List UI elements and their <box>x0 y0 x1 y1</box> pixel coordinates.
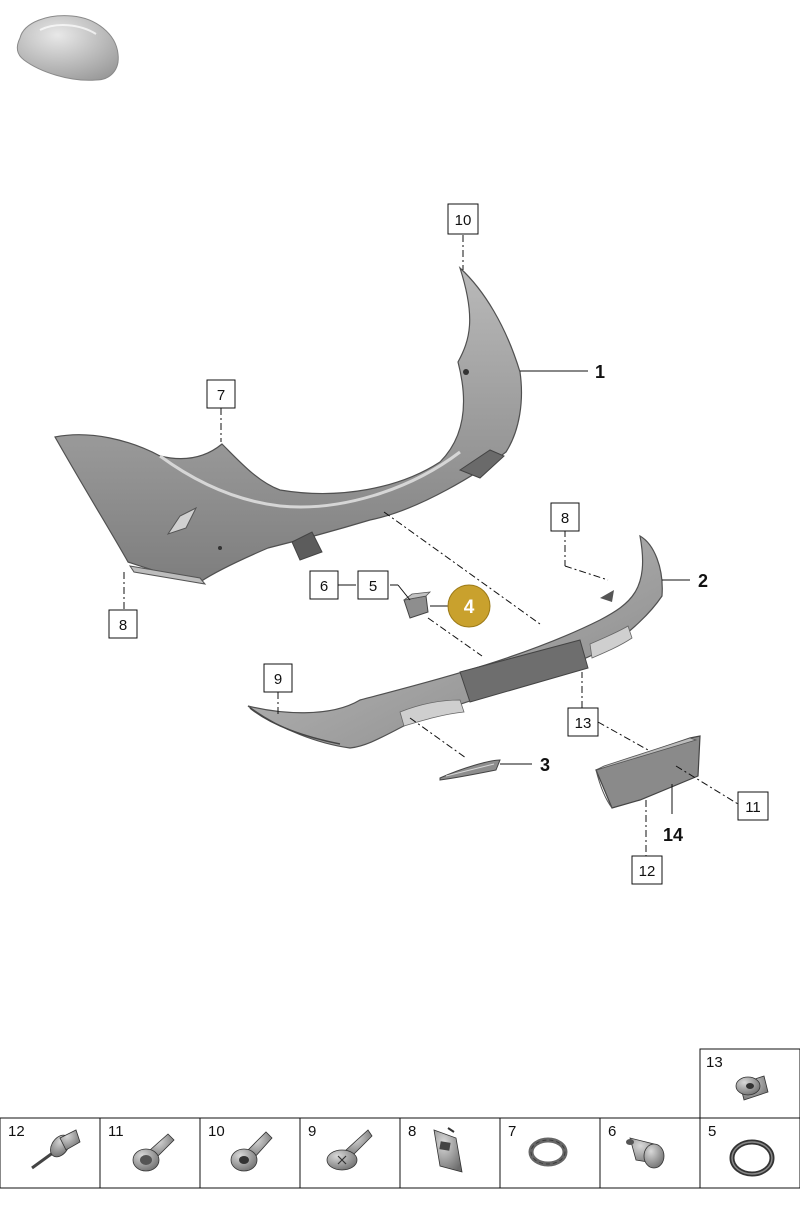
legend-num-9: 9 <box>308 1123 316 1140</box>
callout-6[interactable]: 6 <box>309 570 339 600</box>
legend-num-12: 12 <box>8 1123 25 1140</box>
grille-insert <box>439 759 501 781</box>
callout-5[interactable]: 5 <box>357 570 389 600</box>
legend-num-7: 7 <box>508 1123 516 1140</box>
callout-13-label: 13 <box>575 715 592 732</box>
callout-11-label: 11 <box>745 799 761 816</box>
legend-num-13: 13 <box>706 1054 723 1071</box>
hex-bolt-icon <box>132 1133 175 1172</box>
socket-bolt-icon <box>230 1131 273 1172</box>
callout-2[interactable]: 2 <box>698 571 708 591</box>
legend-num-11: 11 <box>108 1123 124 1140</box>
legend-num-6: 6 <box>608 1123 616 1140</box>
rivet-icon <box>31 1129 81 1170</box>
callout-6-label: 6 <box>320 578 328 595</box>
callout-11[interactable]: 11 <box>737 791 769 821</box>
callout-9[interactable]: 9 <box>263 663 293 693</box>
callout-14-label: 14 <box>663 825 683 845</box>
callout-13[interactable]: 13 <box>567 707 599 737</box>
vehicle-thumbnail-icon <box>16 15 119 81</box>
callout-10[interactable]: 10 <box>447 203 479 235</box>
callout-8-right-label: 8 <box>561 510 569 527</box>
callout-8-left[interactable]: 8 <box>108 609 138 639</box>
clip-nut-icon <box>735 1075 769 1101</box>
callout-4-highlight[interactable]: 4 <box>447 584 491 628</box>
holder-nut-icon <box>626 1137 665 1169</box>
leader-lines <box>123 235 739 856</box>
callout-3[interactable]: 3 <box>540 755 550 775</box>
callout-3-label: 3 <box>540 755 550 775</box>
callout-7[interactable]: 7 <box>206 379 236 409</box>
fastener-legend: 13 12 11 10 9 8 7 6 5 <box>0 1048 800 1189</box>
callout-1[interactable]: 1 <box>595 362 605 382</box>
legend-num-5: 5 <box>708 1123 716 1140</box>
legend-num-10: 10 <box>208 1123 225 1140</box>
callout-1-label: 1 <box>595 362 605 382</box>
callout-10-label: 10 <box>455 212 472 229</box>
lower-rear-panel <box>247 534 663 749</box>
legend-num-8: 8 <box>408 1123 416 1140</box>
callout-4-label: 4 <box>464 597 475 618</box>
callout-5-label: 5 <box>369 578 377 595</box>
callout-7-label: 7 <box>217 387 225 404</box>
retaining-ring-icon <box>528 1137 568 1167</box>
bracket-part <box>403 591 432 619</box>
license-plate-bracket <box>595 735 701 809</box>
callout-12-label: 12 <box>639 863 656 880</box>
callout-9-label: 9 <box>274 671 282 688</box>
clip-icon <box>433 1127 463 1173</box>
rear-bumper-cover <box>54 266 523 585</box>
callout-8-left-label: 8 <box>119 617 127 634</box>
screw-washer-icon <box>326 1129 373 1171</box>
callout-12[interactable]: 12 <box>631 855 663 885</box>
seal-ring-icon <box>729 1139 775 1177</box>
callout-2-label: 2 <box>698 571 708 591</box>
callout-14[interactable]: 14 <box>663 825 683 845</box>
callout-8-right[interactable]: 8 <box>550 502 580 532</box>
